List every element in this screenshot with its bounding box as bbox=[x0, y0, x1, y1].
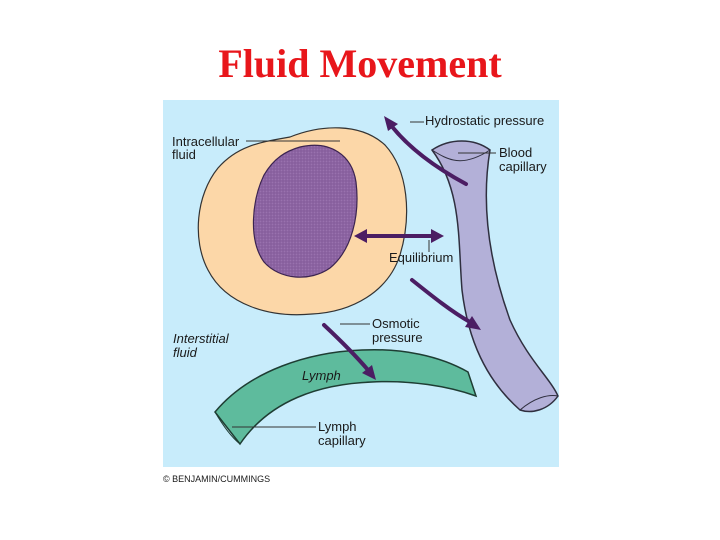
blood-capillary bbox=[430, 140, 559, 413]
credit-text: © BENJAMIN/CUMMINGS bbox=[163, 474, 270, 484]
slide-title: Fluid Movement bbox=[218, 41, 502, 86]
interstitial-fluid-label-line2: fluid bbox=[173, 345, 198, 360]
blood-capillary-label-line1: Blood bbox=[499, 145, 532, 160]
intracellular-label-line1: Intracellular bbox=[172, 134, 240, 149]
blood-capillary-label-line2: capillary bbox=[499, 159, 547, 174]
equilibrium-label: Equilibrium bbox=[389, 250, 453, 265]
hydrostatic-pressure-label: Hydrostatic pressure bbox=[425, 113, 544, 128]
lymph-capillary-label-line2: capillary bbox=[318, 433, 366, 448]
lymph-label: Lymph bbox=[302, 368, 341, 383]
intracellular-label-line2: fluid bbox=[172, 147, 196, 162]
osmotic-pressure-label-line1: Osmotic bbox=[372, 316, 420, 331]
osmotic-pressure-label-line2: pressure bbox=[372, 330, 423, 345]
lymph-capillary bbox=[214, 348, 478, 446]
lymph-capillary-label-line1: Lymph bbox=[318, 419, 357, 434]
interstitial-fluid-label-line1: Interstitial bbox=[173, 331, 230, 346]
hydrostatic-arrow bbox=[384, 116, 468, 186]
osmotic-arrow-to-blood bbox=[410, 278, 481, 330]
osmotic-arrow-to-lymph bbox=[322, 323, 376, 380]
equilibrium-arrow bbox=[354, 229, 444, 243]
cell-nucleus bbox=[252, 144, 358, 278]
